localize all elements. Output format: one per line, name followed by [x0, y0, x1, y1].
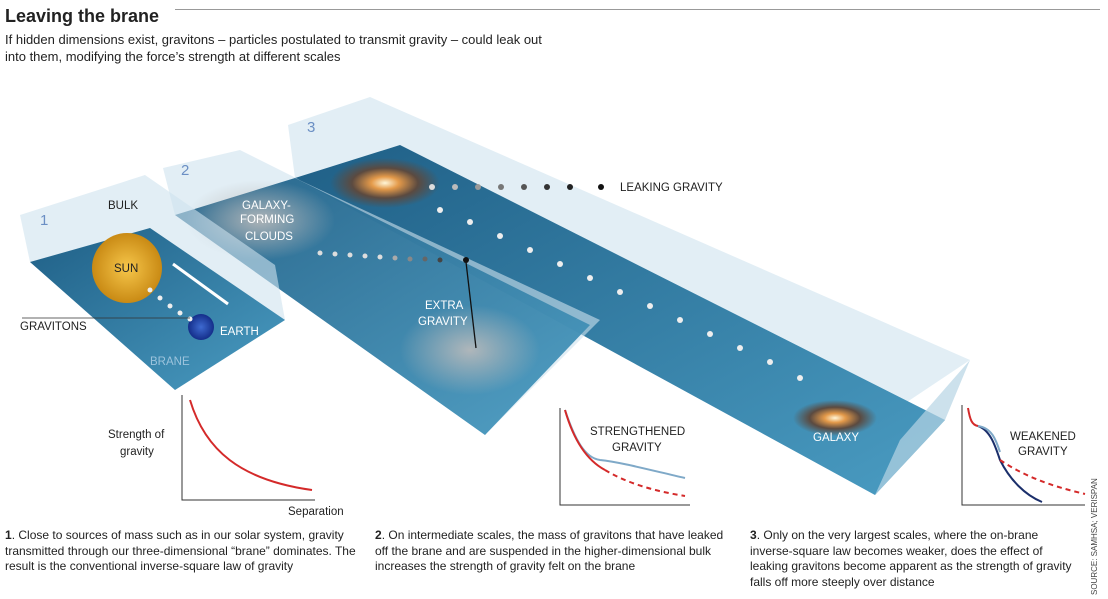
clouds-label: GALAXY- [242, 200, 291, 212]
chart-weakened: WEAKENED GRAVITY [961, 405, 1086, 506]
gravity-curve [189, 399, 313, 491]
graviton-dots [437, 207, 803, 381]
graviton-dots [147, 287, 193, 322]
extra-gravity-label: GRAVITY [418, 316, 468, 328]
caption-2: 2. On intermediate scales, the mass of g… [375, 528, 735, 575]
caption-1: 1. Close to sources of mass such as in o… [5, 528, 365, 575]
cloud [400, 305, 540, 395]
panel-1: 1 BULK SUN EARTH GRAVITONS BRANE [20, 175, 285, 390]
source-credit: SOURCE: SAMHSA; VERISPAN [1090, 478, 1099, 595]
panel-3: 3 LEAKING GRAVITY GALAXY [288, 97, 970, 495]
sun-label: SUN [114, 263, 138, 275]
panel-number: 2 [181, 162, 189, 179]
subtitle: If hidden dimensions exist, gravitons – … [5, 32, 542, 64]
graviton-dots [317, 250, 469, 263]
y-axis-label: gravity [120, 446, 154, 458]
page-title: Leaving the brane [5, 6, 160, 26]
sun-icon [92, 233, 162, 303]
leaking-dots [429, 184, 604, 190]
caption-number: 1 [5, 528, 12, 542]
clouds-label: FORMING [240, 214, 294, 226]
brane-plane-3 [295, 145, 945, 495]
caption-3: 3. Only on the very largest scales, wher… [750, 528, 1080, 590]
panel-number: 3 [307, 119, 315, 136]
galaxy-icon [330, 158, 440, 208]
galaxy-icon [793, 400, 877, 436]
strengthened-label: GRAVITY [612, 442, 662, 454]
brane-label: BRANE [150, 356, 190, 368]
weakened-label: WEAKENED [1010, 431, 1076, 443]
extra-gravity-arrow [465, 261, 477, 349]
chart-strengthened: STRENGTHENED GRAVITY [559, 408, 690, 506]
title-rule [175, 9, 1100, 10]
x-axis-label: Separation [288, 506, 344, 518]
clouds-label: CLOUDS [245, 231, 293, 243]
leaking-gravity-label: LEAKING GRAVITY [620, 182, 723, 194]
distance-arrow [172, 262, 229, 306]
galaxy-label: GALAXY [813, 432, 859, 444]
caption-number: 3 [750, 528, 757, 542]
chart-normal-gravity: Strength of gravity Separation [108, 395, 344, 518]
y-axis-label: Strength of [108, 429, 165, 441]
extra-gravity-label: EXTRA [425, 300, 464, 312]
panel-number: 1 [40, 212, 48, 229]
caption-text: . Only on the very largest scales, where… [750, 528, 1072, 589]
bulk-label: BULK [108, 200, 138, 212]
caption-text: . On intermediate scales, the mass of gr… [375, 528, 724, 573]
gravitons-label: GRAVITONS [20, 321, 87, 333]
earth-label: EARTH [220, 326, 259, 338]
weakened-label: GRAVITY [1018, 446, 1068, 458]
earth-icon [188, 314, 214, 340]
caption-text: . Close to sources of mass such as in ou… [5, 528, 356, 573]
strengthened-label: STRENGTHENED [590, 426, 685, 438]
caption-number: 2 [375, 528, 382, 542]
